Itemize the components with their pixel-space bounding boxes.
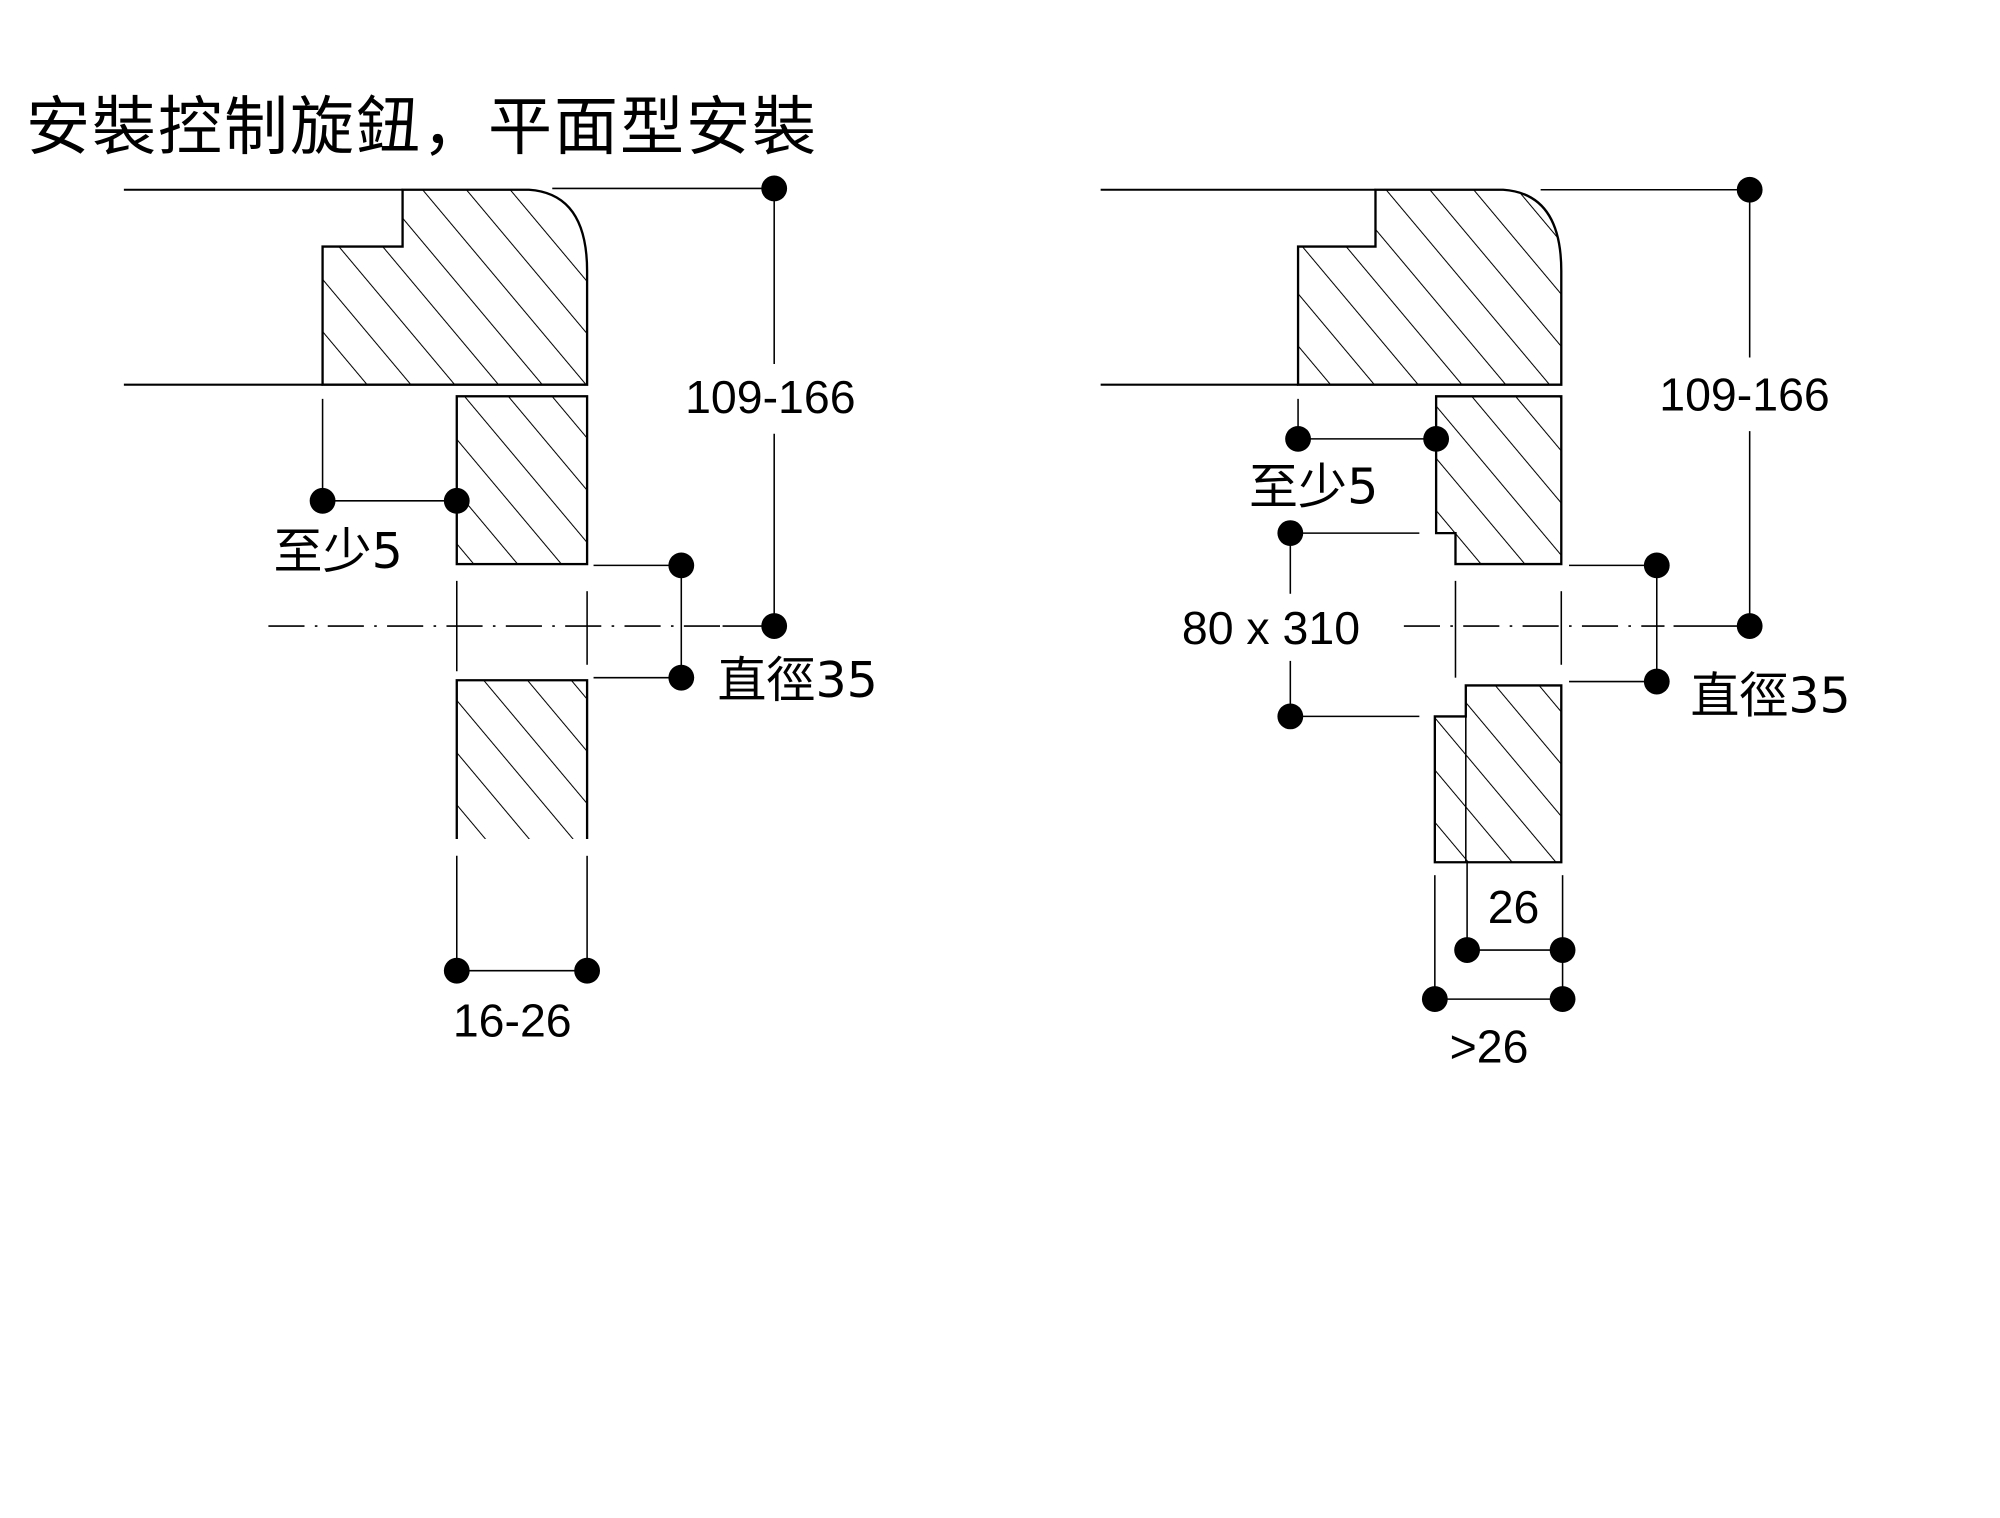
knob-body	[321, 188, 589, 386]
dimension-dot	[761, 175, 788, 202]
diameter-label: 直徑35	[717, 651, 877, 709]
cutout-label: 80 x 310	[1182, 602, 1360, 654]
dimension-dot	[1643, 668, 1670, 695]
dimension-dot	[1736, 613, 1763, 639]
dimension-dot	[1643, 552, 1670, 579]
dimension-dot	[668, 552, 695, 579]
diagram-title: 安裝控制旋鈕，平面型安裝	[26, 91, 818, 165]
height-label: 109-166	[685, 371, 855, 423]
dimension-dot	[443, 957, 470, 984]
dimension-dot	[761, 613, 788, 639]
min-gap-label: 至少5	[1249, 457, 1378, 515]
dimension-dot	[1549, 937, 1576, 963]
dimension-dot	[1285, 425, 1311, 452]
dimension-dot	[443, 487, 470, 514]
diameter-label: 直徑35	[1690, 667, 1850, 725]
inner-thickness-label: 26	[1488, 881, 1540, 933]
dimension-dot	[1421, 986, 1448, 1012]
dimension-dot	[668, 664, 695, 691]
dimension-dot	[1549, 986, 1576, 1012]
dimension-dot	[1454, 937, 1480, 963]
min-gap-label: 至少5	[274, 522, 403, 580]
outer-thickness-label: >26	[1450, 1020, 1529, 1072]
dimension-dot	[574, 957, 600, 984]
right-diagram: 109-166 至少5 80 x 310 直徑35 26 >26	[1100, 176, 1851, 1072]
dimension-dot	[309, 487, 336, 514]
panel-upper	[455, 395, 589, 566]
dimension-dot	[1736, 176, 1763, 203]
dimension-dot	[1277, 703, 1304, 730]
panel-upper	[1434, 395, 1563, 566]
panel-lower	[1433, 684, 1563, 864]
height-label: 109-166	[1659, 368, 1829, 420]
thickness-label: 16-26	[453, 995, 572, 1047]
dimension-dot	[1277, 520, 1304, 547]
left-diagram: 109-166 至少5 直徑35 16-26	[123, 175, 878, 1047]
panel-lower	[455, 679, 589, 840]
knob-body	[1296, 188, 1563, 386]
dimension-dot	[1423, 425, 1450, 452]
